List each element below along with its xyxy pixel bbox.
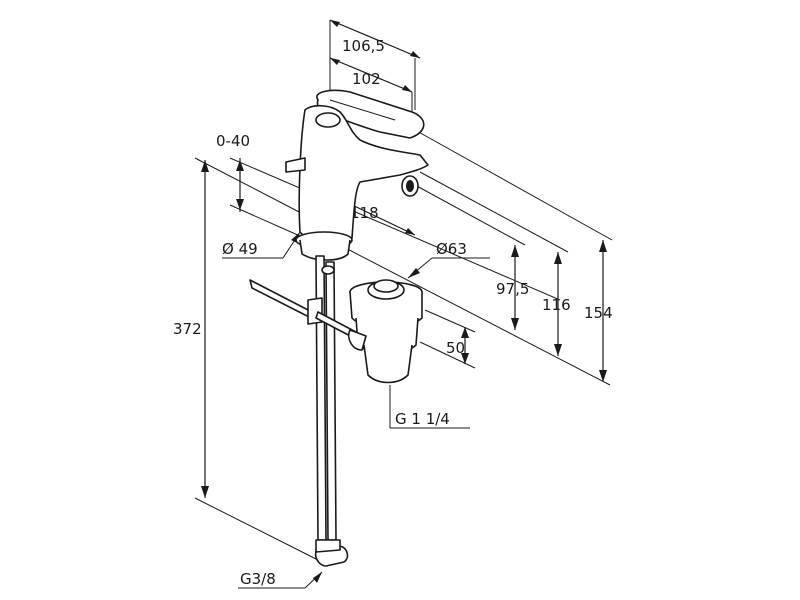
- dim-mid-height: 116: [542, 296, 571, 314]
- dim-base-offset: 118: [350, 204, 379, 222]
- dim-spout-reach-inner: 102: [352, 70, 381, 88]
- dim-spout-height: 97,5: [496, 280, 529, 298]
- dim-drain-height: 50: [446, 339, 465, 357]
- faucet-body: [249, 89, 429, 567]
- height-dimensions: [329, 129, 613, 386]
- dim-drain-diameter: Ø63: [436, 240, 467, 258]
- dim-spout-reach-outer: 106,5: [342, 37, 385, 55]
- dim-overall-length: 372: [173, 320, 202, 338]
- dim-drain-thread: G 1 1/4: [395, 410, 450, 428]
- dim-lift-rod-range: 0-40: [216, 132, 250, 150]
- hose-thread-leader: [238, 571, 323, 589]
- lift-rod-range-dimension: [229, 157, 561, 301]
- drain-waste: [315, 279, 423, 384]
- drain-diameter-leader: [407, 257, 490, 279]
- overall-length-dimension: [194, 157, 319, 561]
- spout-reach-dimensions: [329, 19, 421, 112]
- drain-thread-leader: [389, 385, 470, 429]
- dim-total-height: 154: [584, 304, 613, 322]
- drain-height-dimension: [419, 309, 476, 369]
- dim-hose-thread: G3/8: [240, 570, 276, 588]
- dim-base-diameter: Ø 49: [222, 240, 258, 258]
